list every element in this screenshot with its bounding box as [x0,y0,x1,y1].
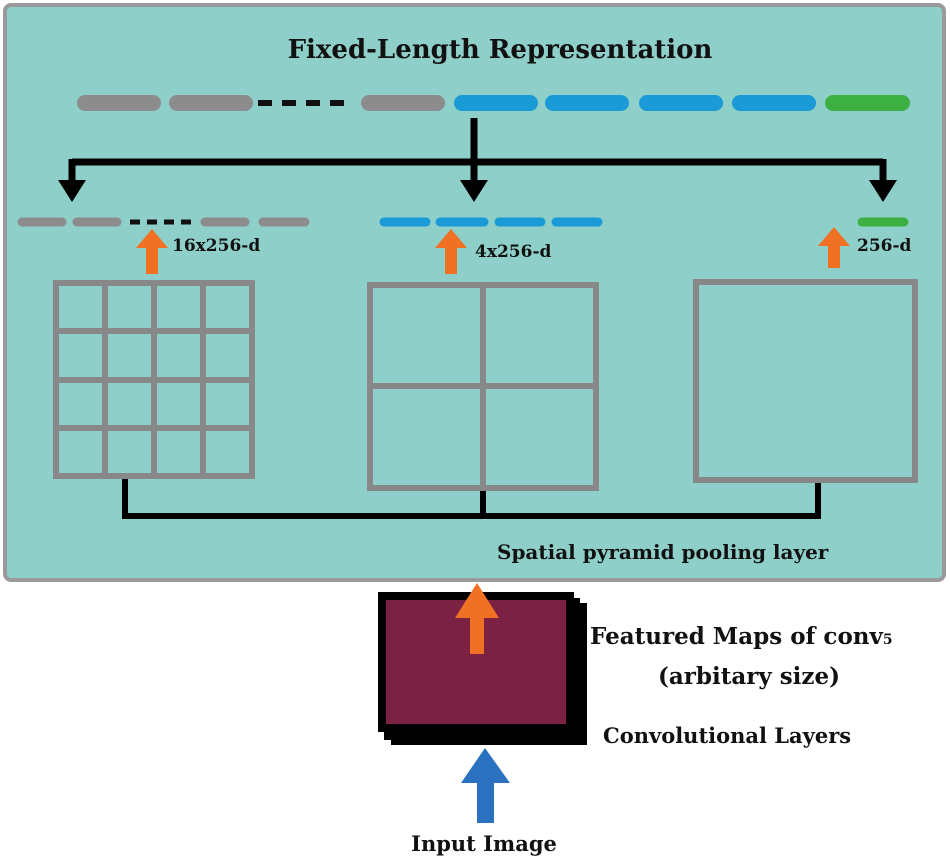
input-image-label: Input Image [411,831,557,856]
diagram-title: Fixed-Length Representation [288,35,713,65]
level4-label: 4x256-d [475,242,552,262]
up-arrow-icon [136,229,168,274]
grid-2x2 [367,282,599,491]
arrowhead-left-icon [58,180,86,202]
split-arrows [68,118,887,182]
split-arrowheads [58,180,897,202]
arrowhead-mid-icon [460,180,488,202]
spp-label: Spatial pyramid pooling layer [497,540,829,564]
grid-1x1 [693,279,918,483]
arrowhead-right-icon [869,180,897,202]
grid-4x4 [53,280,255,479]
input-arrow-icon [461,748,510,823]
orange-arrows [136,227,850,274]
spp-panel [3,3,946,582]
arbitrary-size-label: (arbitary size) [658,663,840,690]
featured-maps-label: Featured Maps of conv5 [590,623,893,650]
up-arrow-icon [435,229,467,274]
up-arrow-icon [818,227,850,268]
pooling-connector [122,479,821,519]
conv-layers-label: Convolutional Layers [603,723,851,748]
level1-label: 256-d [857,236,912,256]
level16-label: 16x256-d [172,236,260,256]
up-arrow-icon [455,583,499,654]
